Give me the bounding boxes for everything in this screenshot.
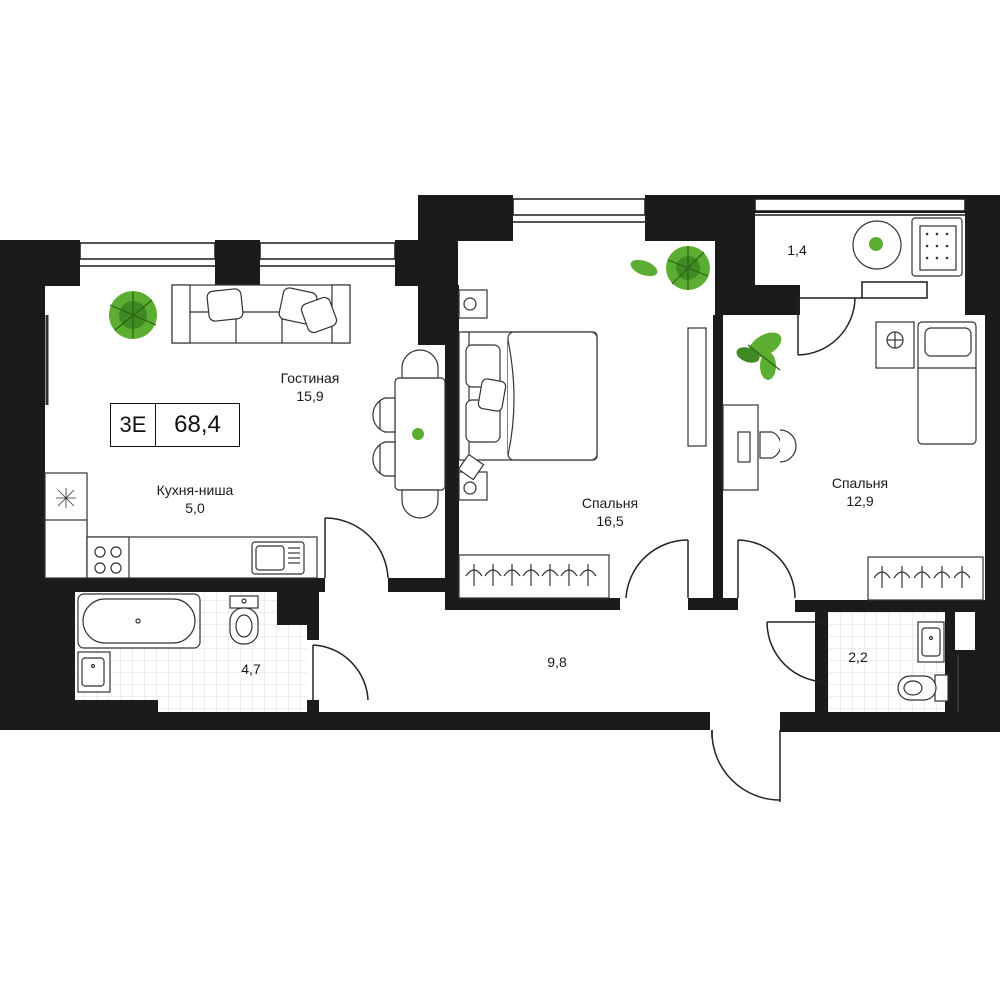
room-area-hall: 9,8 [547, 654, 567, 670]
single-bed [875, 321, 977, 445]
room-label-kitchen: Кухня-ниша 5,0 [140, 481, 250, 517]
room-label-bathroom: 4,7 [226, 660, 276, 678]
wardrobe-small [867, 556, 984, 601]
double-bed [457, 289, 598, 501]
desk [722, 404, 797, 491]
room-label-hall: 9,8 [532, 653, 582, 671]
room-area-bathroom: 4,7 [241, 661, 261, 677]
wardrobe-large [458, 554, 610, 599]
balcony-furniture [852, 217, 963, 277]
doors [312, 297, 856, 802]
room-name-kitchen: Кухня-ниша [156, 482, 234, 498]
room-area-bedroom-large: 16,5 [596, 513, 624, 529]
room-area-wc: 2,2 [848, 649, 868, 665]
plant-bedroom-small [736, 332, 782, 380]
windows [79, 198, 966, 299]
plant-bedroom-large [630, 246, 710, 290]
room-area-balcony: 1,4 [787, 242, 807, 258]
room-name-bedroom-small: Спальня [831, 475, 889, 491]
plant-living [109, 291, 157, 339]
apartment-type: 3Е [111, 404, 156, 446]
kitchen-unit [44, 472, 318, 579]
room-label-wc: 2,2 [833, 648, 883, 666]
room-name-bedroom-large: Спальня [581, 495, 639, 511]
room-label-living: Гостиная 15,9 [260, 369, 360, 405]
room-area-bedroom-small: 12,9 [846, 493, 874, 509]
room-label-bedroom-large: Спальня 16,5 [560, 494, 660, 530]
room-area-living: 15,9 [296, 388, 324, 404]
room-label-balcony: 1,4 [772, 241, 822, 259]
apartment-badge: 3Е 68,4 [110, 403, 240, 447]
room-area-kitchen: 5,0 [185, 500, 205, 516]
dining-table [372, 349, 446, 519]
plant-table [412, 428, 424, 440]
plant-balcony [869, 237, 883, 251]
apartment-total-area: 68,4 [174, 411, 221, 438]
room-label-bedroom-small: Спальня 12,9 [810, 474, 910, 510]
bathroom-fixtures [77, 593, 259, 693]
sofa [171, 284, 351, 344]
wc-fixtures [897, 621, 959, 712]
wall-mirror [687, 327, 707, 447]
room-name-living: Гостиная [280, 370, 340, 386]
